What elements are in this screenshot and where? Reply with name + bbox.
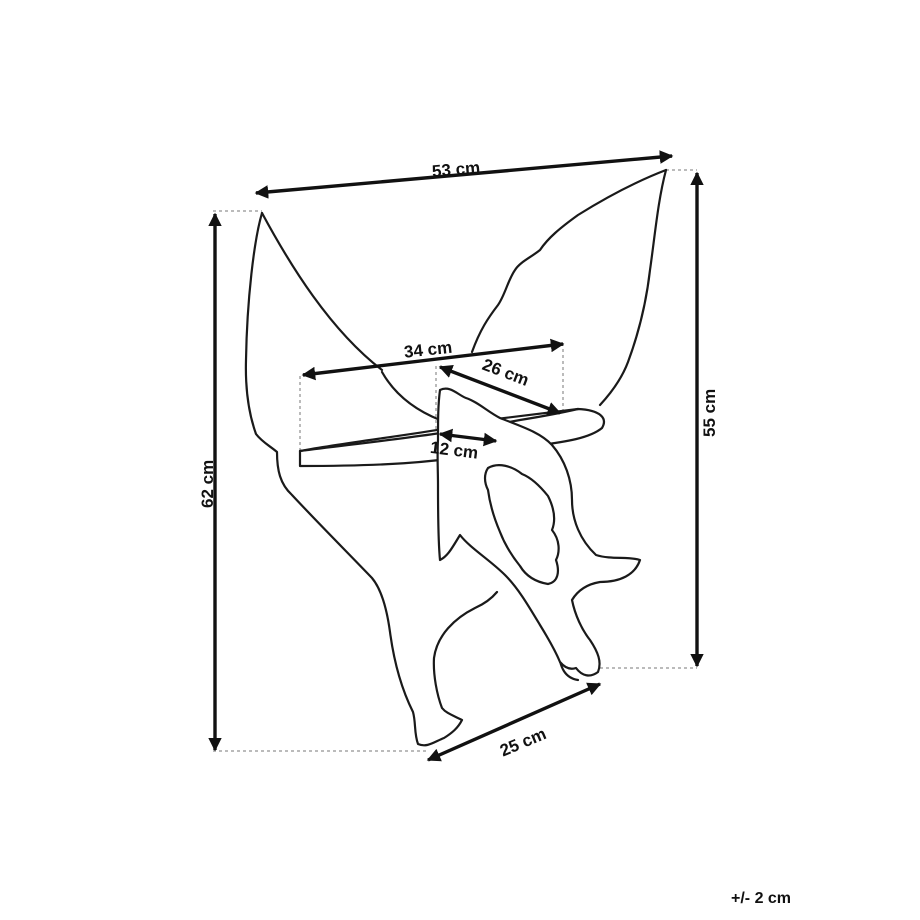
dim-line-inner-depth bbox=[438, 428, 498, 447]
label-overall-height: 62 cm bbox=[198, 460, 217, 508]
dim-line-overall-width bbox=[254, 150, 674, 199]
dim-line-base-depth bbox=[426, 682, 602, 762]
butterfly-right-wing-edge bbox=[470, 168, 668, 354]
butterfly-left-wing-inner bbox=[260, 211, 384, 372]
dim-line-shelf-width bbox=[301, 338, 565, 381]
dim-line-shelf-depth bbox=[438, 365, 562, 415]
butterfly-body-wing-detail bbox=[483, 464, 560, 586]
label-base-depth: 25 cm bbox=[497, 724, 549, 760]
label-overall-width: 53 cm bbox=[431, 158, 481, 181]
label-back-height: 55 cm bbox=[700, 389, 719, 437]
tolerance-note: +/- 2 cm bbox=[731, 890, 791, 907]
butterfly-right-wing bbox=[598, 168, 668, 407]
label-shelf-width: 34 cm bbox=[403, 338, 453, 362]
butterfly-left-wing-lower bbox=[380, 370, 442, 422]
butterfly-left-wing bbox=[244, 211, 499, 747]
dimension-lines bbox=[208, 150, 704, 762]
